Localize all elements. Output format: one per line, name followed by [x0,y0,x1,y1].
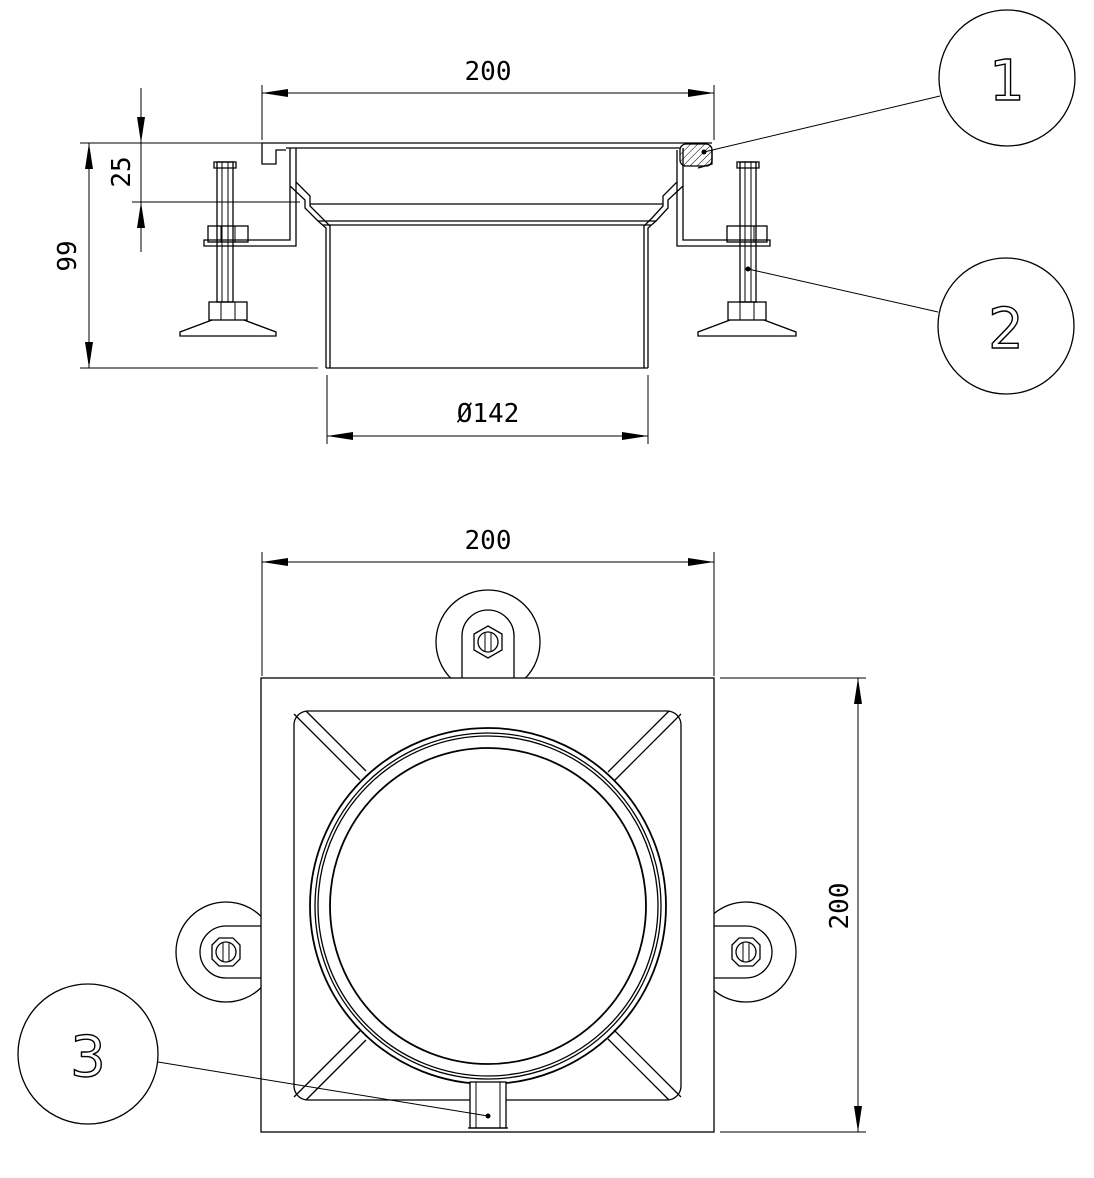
dim-plan-height-text: 200 [825,883,855,930]
balloon-3-label: 3 [70,1025,106,1090]
dim-top-width: 200 [261,57,715,140]
plan-foot-left [175,901,277,1003]
balloon-3: 3 [17,983,491,1125]
dim-top-width-text: 200 [465,57,512,87]
left-leveling-foot [179,161,297,337]
dim-total-height: 99 [53,142,318,369]
drain-body-section [261,142,713,369]
dim-flange-height-text: 25 [107,156,137,187]
side-view: 200 25 99 Ø142 [53,9,1076,444]
balloon-2: 2 [745,257,1075,395]
dim-flange-height: 25 [107,88,300,252]
plan-view: 200 200 [17,526,866,1133]
plan-bottom-tab [468,1081,508,1129]
dim-outlet-diameter: Ø142 [326,375,649,444]
balloon-2-label: 2 [988,297,1024,362]
right-leveling-foot [676,161,797,337]
plan-outer-frame [260,677,715,1133]
dim-plan-width: 200 [261,526,715,676]
dim-plan-height: 200 [720,677,866,1133]
dim-outlet-diameter-text: Ø142 [457,399,520,429]
dim-total-height-text: 99 [53,240,83,271]
dim-plan-width-text: 200 [465,526,512,556]
balloon-1-label: 1 [989,49,1025,114]
plan-drain-outlet [309,727,667,1085]
gasket-seal [679,143,713,167]
balloon-1: 1 [701,9,1076,155]
